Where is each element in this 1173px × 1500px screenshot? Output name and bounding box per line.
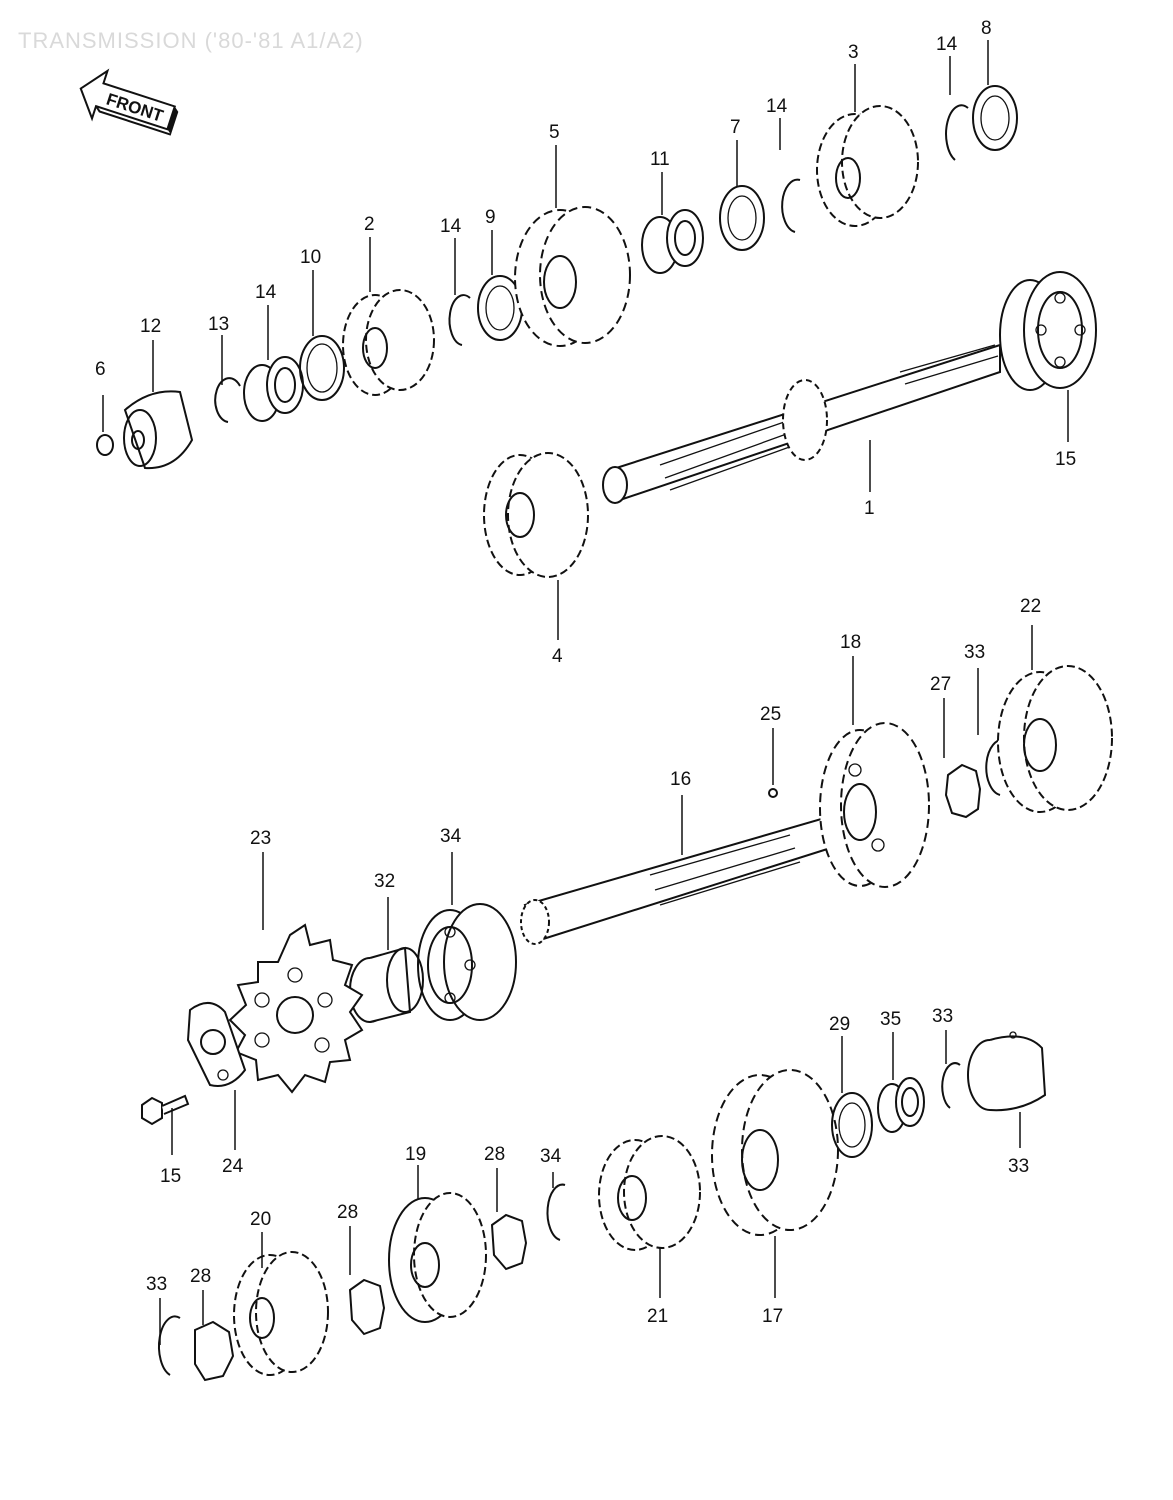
callout-15: 15	[1055, 449, 1076, 470]
callout-26: 24	[222, 1156, 244, 1177]
part-15-ball-bearing	[999, 271, 1097, 391]
callout-7: 7	[730, 117, 741, 138]
part-6-circlip	[96, 434, 114, 456]
part-12-collar	[123, 390, 194, 470]
part-13-snap-ring	[214, 377, 241, 423]
callout-28-lower-right: 28	[484, 1144, 505, 1165]
callout-19: 17	[762, 1306, 783, 1327]
part-20-gear	[819, 722, 930, 888]
callout-31: 33	[1008, 1156, 1029, 1177]
callout-21: 19	[405, 1144, 426, 1165]
part-10-washer	[299, 335, 345, 401]
part-33-circlip-lower-right	[546, 1183, 566, 1241]
part-3-gear	[816, 105, 919, 227]
part-18-output-shaft	[520, 813, 842, 945]
callout-33-upper: 33	[964, 642, 985, 663]
callout-9: 9	[485, 207, 496, 228]
callout-27: 25	[760, 704, 781, 725]
part-27-ball	[768, 788, 778, 798]
callout-2: 2	[364, 214, 375, 235]
part-35-needle-bearing	[877, 1077, 925, 1133]
part-14-circlip-a	[448, 294, 471, 346]
callout-24: 22	[1020, 596, 1041, 617]
part-17-bolt	[141, 1094, 190, 1126]
part-34-ball-bearing	[417, 903, 517, 1021]
part-31-collar	[967, 1031, 1047, 1112]
part-7-washer	[719, 185, 765, 251]
callout-16: 14	[255, 282, 277, 303]
callout-1: 1	[864, 498, 875, 519]
part-28-washer-lower-mid	[348, 1278, 386, 1336]
part-2-gear	[342, 289, 435, 396]
callout-10: 10	[300, 247, 321, 268]
callout-13: 13	[208, 314, 229, 335]
callout-28-lower-mid: 28	[337, 1202, 358, 1223]
callout-14-c: 14	[936, 34, 958, 55]
callout-4: 4	[552, 646, 563, 667]
part-32-circlip	[941, 1062, 961, 1109]
callout-18: 16	[670, 769, 691, 790]
callout-25: 23	[250, 828, 271, 849]
part-1-main-shaft	[602, 343, 1001, 504]
callout-33-lower-right: 34	[540, 1146, 562, 1167]
part-28-washer-lower-left	[194, 1320, 235, 1382]
callout-14-b: 14	[766, 96, 788, 117]
callout-20: 18	[840, 632, 861, 653]
callout-22: 20	[250, 1209, 271, 1230]
callout-14-a: 14	[440, 216, 462, 237]
front-arrow-icon: FRONT	[79, 68, 179, 136]
callout-23: 21	[647, 1306, 668, 1327]
callout-6: 6	[95, 359, 106, 380]
callout-35: 35	[880, 1009, 901, 1030]
part-33-circlip-lower-left	[158, 1315, 181, 1376]
callout-11: 11	[650, 149, 670, 170]
part-4-gear	[483, 452, 589, 578]
part-30-collar	[349, 946, 424, 1023]
callout-30: 32	[374, 871, 395, 892]
part-19-gear	[711, 1069, 839, 1236]
part-25-sprocket	[228, 923, 364, 1094]
part-14-circlip-b	[781, 178, 801, 233]
callout-28-upper: 27	[930, 674, 951, 695]
callout-8: 8	[981, 18, 992, 39]
part-16-needle-bearing	[243, 356, 304, 422]
part-5-gear	[514, 206, 631, 347]
callout-33-lower-left: 33	[146, 1274, 167, 1295]
part-21-gear	[388, 1192, 487, 1323]
part-23-gear	[598, 1135, 701, 1251]
callout-17: 15	[160, 1166, 181, 1187]
callout-28-lower-left: 28	[190, 1266, 211, 1287]
callout-34: 34	[440, 826, 462, 847]
part-14-circlip-c	[945, 104, 969, 161]
callout-12: 12	[140, 316, 161, 337]
callout-3: 3	[848, 42, 859, 63]
page-title: TRANSMISSION ('80-'81 A1/A2)	[18, 28, 364, 53]
callout-32: 33	[932, 1006, 953, 1027]
part-24-gear	[997, 665, 1113, 813]
part-28-washer-upper	[944, 763, 982, 819]
part-28-washer-lower-right	[490, 1213, 528, 1271]
part-8-washer	[972, 85, 1018, 151]
part-29-washer	[831, 1092, 873, 1158]
part-22-gear	[233, 1251, 329, 1376]
part-11-bushing	[641, 209, 704, 274]
callout-5: 5	[549, 122, 560, 143]
part-26-lock-plate	[186, 1002, 247, 1087]
callout-29: 29	[829, 1014, 850, 1035]
